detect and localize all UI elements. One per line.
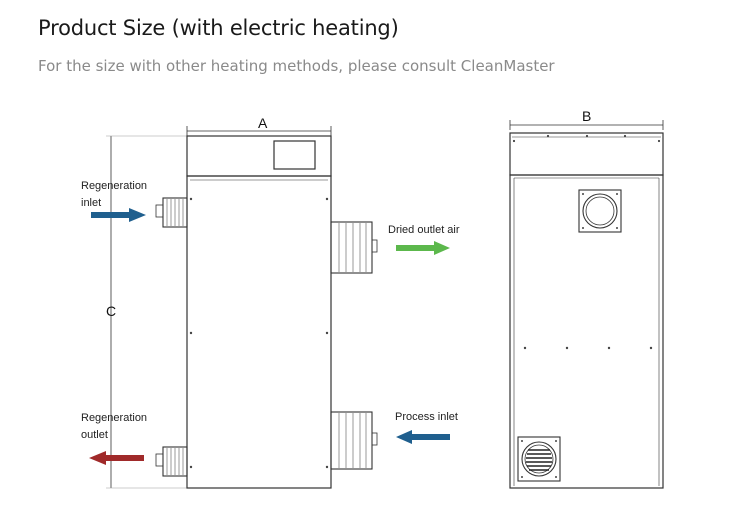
- dried-outlet-port: [330, 221, 378, 274]
- process-inlet-label: Process inlet: [395, 411, 458, 423]
- page-title: Product Size (with electric heating): [38, 16, 399, 40]
- regeneration-outlet-label-line1: Regeneration: [81, 412, 147, 424]
- side-top-cap: [509, 132, 664, 176]
- page-subtitle: For the size with other heating methods,…: [38, 57, 555, 75]
- regeneration-outlet-label-line2: outlet: [81, 429, 108, 441]
- side-body: [509, 174, 664, 489]
- regeneration-outlet-port: [155, 446, 188, 477]
- side-upper-vent: [578, 189, 622, 233]
- front-body: [186, 175, 332, 489]
- regeneration-inlet-label-line2: inlet: [81, 197, 101, 209]
- side-view: [509, 120, 664, 489]
- dimension-b-label: B: [582, 108, 591, 124]
- dried-outlet-label: Dried outlet air: [388, 224, 460, 236]
- process-inlet-port: [330, 411, 378, 470]
- dimension-a-label: A: [258, 115, 268, 131]
- regeneration-inlet-label-line1: Regeneration: [81, 180, 147, 192]
- process-inlet-arrow: [396, 430, 450, 444]
- regeneration-inlet-arrow: [91, 208, 146, 222]
- regeneration-outlet-arrow: [89, 451, 144, 465]
- front-view: [106, 126, 378, 489]
- front-top-cap: [186, 135, 332, 177]
- side-lower-vent: [517, 436, 561, 482]
- control-panel: [273, 140, 316, 170]
- regeneration-inlet-port: [155, 197, 188, 228]
- dimension-c-label: C: [106, 303, 116, 319]
- dried-outlet-arrow: [396, 241, 450, 255]
